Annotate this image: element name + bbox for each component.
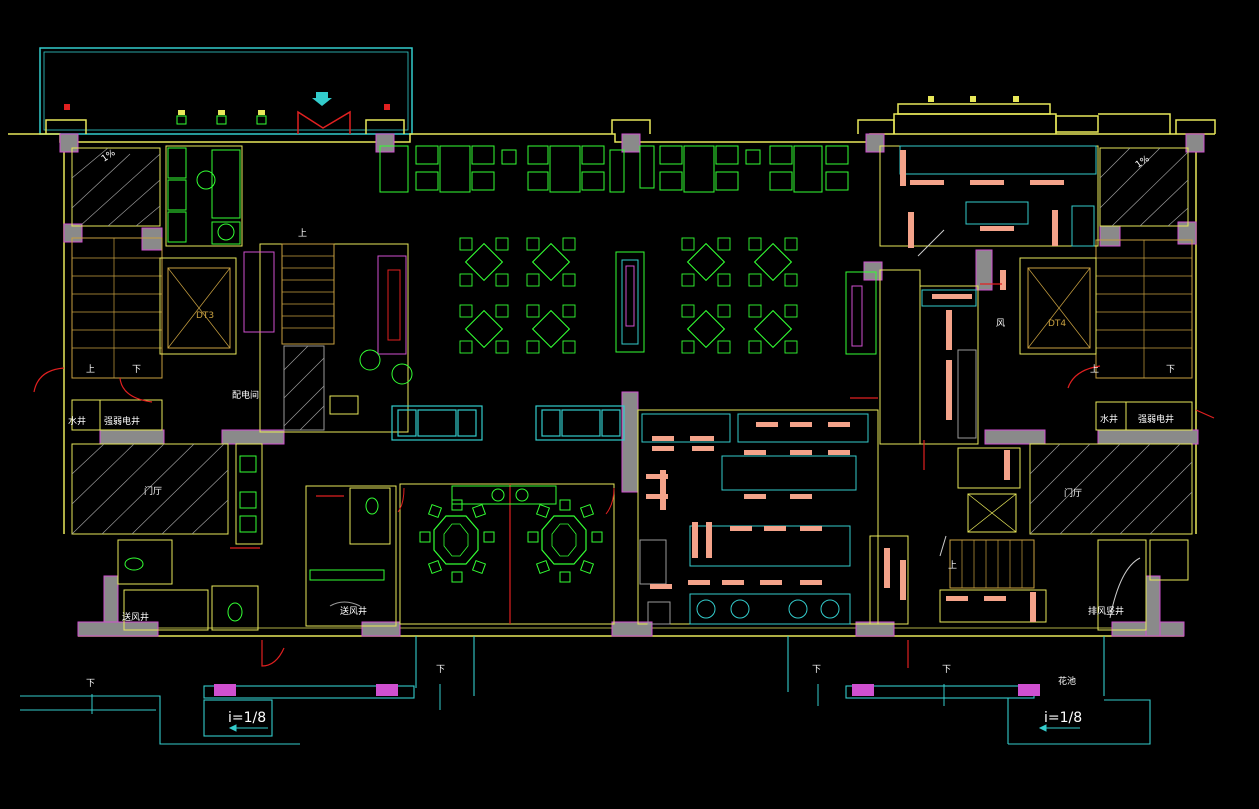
left-service-area bbox=[165, 145, 413, 433]
label-left-elevator: DT3 bbox=[196, 311, 214, 321]
label-left-shaft-2: 强弱电井 bbox=[104, 415, 140, 427]
left-restrooms bbox=[117, 443, 397, 631]
dining-tables-right bbox=[681, 237, 798, 354]
label-up-right-kitchen: 上 bbox=[948, 560, 957, 571]
east-wall-panel bbox=[845, 271, 877, 355]
label-right-lobby: 门厅 bbox=[1064, 487, 1082, 499]
entry-arrow-icon bbox=[312, 92, 332, 106]
structural-columns bbox=[59, 133, 1205, 637]
dining-tables-left bbox=[459, 237, 576, 354]
slope-arrows bbox=[91, 684, 1080, 732]
label-left-shaft-1: 水井 bbox=[68, 415, 86, 427]
label-up-right: 上 bbox=[1090, 364, 1099, 375]
door-swings bbox=[230, 283, 1002, 668]
central-feature bbox=[615, 251, 645, 353]
label-down-right: 下 bbox=[1166, 365, 1175, 375]
dining-booths-top bbox=[379, 145, 849, 193]
label-down-bottom-left: 下 bbox=[86, 679, 95, 689]
plan-labels: 上 上 下 上 下 上 下 下 下 下 水井 强弱电井 门厅 配电间 送风井 送… bbox=[68, 148, 1175, 726]
label-down-mid-left: 下 bbox=[436, 665, 445, 675]
label-mid-vent-shaft: 送风井 bbox=[340, 605, 367, 617]
label-slope-left: i=1/8 bbox=[228, 710, 266, 726]
exterior-posts bbox=[214, 684, 1040, 696]
label-slope-right: i=1/8 bbox=[1044, 710, 1082, 726]
private-dining-rooms bbox=[397, 483, 615, 625]
revolving-door bbox=[297, 110, 351, 134]
label-right-wind: 风 bbox=[996, 318, 1005, 329]
label-left-electrical-room: 配电间 bbox=[232, 389, 259, 401]
label-right-exhaust-shaft: 排风竖井 bbox=[1088, 605, 1124, 617]
right-prep-kitchen bbox=[869, 145, 1099, 625]
label-left-vent-shaft: 送风井 bbox=[122, 611, 149, 623]
label-down-right-center: 下 bbox=[942, 665, 951, 675]
label-up-left: 上 bbox=[86, 364, 95, 375]
right-service-rooms bbox=[1097, 539, 1189, 631]
right-core bbox=[1019, 147, 1215, 535]
lounge-sofas bbox=[391, 405, 625, 441]
canopy-fixtures bbox=[64, 92, 390, 134]
main-kitchen bbox=[637, 409, 879, 625]
label-down-mid-right: 下 bbox=[812, 665, 821, 675]
label-left-lobby: 门厅 bbox=[144, 485, 162, 497]
label-right-shaft-1: 水井 bbox=[1100, 413, 1118, 425]
label-up-stair: 上 bbox=[298, 228, 307, 239]
left-core bbox=[33, 147, 237, 535]
label-right-shaft-2: 强弱电井 bbox=[1138, 413, 1174, 425]
label-planter: 花池 bbox=[1058, 675, 1076, 687]
entrance-canopy bbox=[39, 47, 413, 135]
top-dots bbox=[928, 96, 1019, 102]
label-down-left: 下 bbox=[132, 365, 141, 375]
label-right-elevator: DT4 bbox=[1048, 319, 1066, 329]
exterior-ramps bbox=[20, 636, 1151, 745]
